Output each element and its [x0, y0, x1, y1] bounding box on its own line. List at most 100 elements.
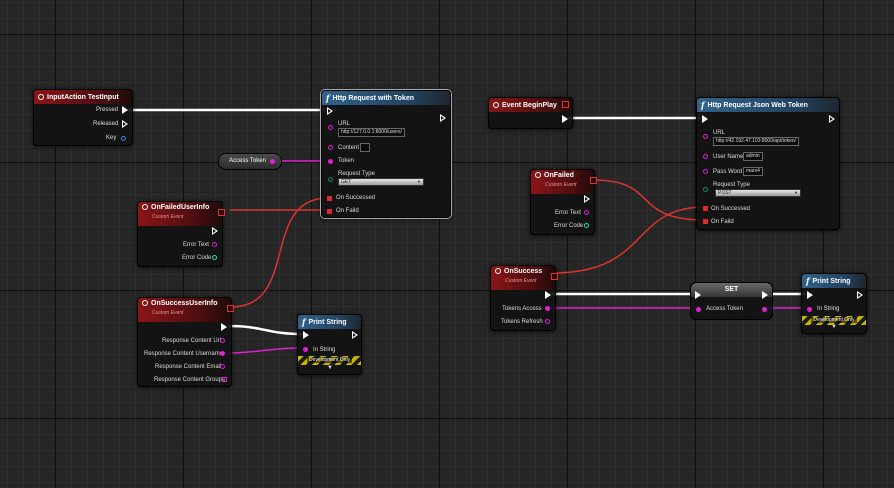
response-username-pin[interactable] — [220, 351, 225, 356]
url-input[interactable]: http://127.0.0.1:8000/users/ — [338, 128, 405, 137]
exec-out-pin[interactable] — [562, 115, 568, 123]
response-email-pin[interactable] — [220, 364, 225, 369]
on-successed-label: On Successed — [336, 195, 376, 201]
print-string-node-1[interactable]: f Print String In String Development Onl… — [297, 314, 362, 375]
on-success-header[interactable]: OnSuccess Custom Event — [491, 266, 558, 290]
exec-out-pin[interactable] — [352, 331, 358, 339]
tokens-refresh-label: Tokens Refresh — [501, 319, 543, 325]
expand-arrow-icon[interactable]: ▼ — [327, 365, 333, 371]
content-pin[interactable] — [328, 145, 333, 150]
set-header[interactable]: SET — [691, 283, 772, 297]
on-failed-header[interactable]: OnFailed Custom Event — [531, 170, 597, 194]
print-string-header-1[interactable]: f Print String — [298, 315, 361, 329]
on-successed-pin[interactable] — [327, 196, 332, 201]
token-pin[interactable] — [328, 159, 333, 164]
on-failed-user-info-node[interactable]: OnFailedUserInfo Custom Event Error Text… — [137, 201, 225, 267]
released-exec-pin[interactable] — [122, 120, 128, 128]
custom-event-subtitle: Custom Event — [545, 182, 577, 188]
exec-out-pin[interactable] — [762, 291, 768, 299]
on-successed-pin[interactable] — [703, 206, 708, 211]
exec-out-pin[interactable] — [584, 195, 590, 203]
on-success-user-info-header[interactable]: OnSuccessUserInfo Custom Event — [138, 298, 234, 322]
delegate-pin[interactable] — [562, 101, 569, 108]
http-request-jwt-title: Http Request Json Web Token — [707, 101, 808, 109]
http-request-jwt-header[interactable]: f Http Request Json Web Token — [697, 98, 839, 112]
url-pin[interactable] — [703, 134, 708, 139]
function-icon: f — [302, 317, 306, 327]
delegate-pin[interactable] — [218, 209, 225, 216]
exec-in-pin[interactable] — [695, 291, 701, 299]
on-faild-pin[interactable] — [703, 219, 708, 224]
request-type-dropdown[interactable]: POST — [715, 189, 801, 197]
on-failed-node[interactable]: OnFailed Custom Event Error Text Error C… — [530, 169, 597, 235]
event-icon — [495, 268, 501, 274]
http-request-token-header[interactable]: f Http Request with Token — [322, 91, 450, 105]
delegate-pin[interactable] — [590, 177, 597, 184]
request-type-pin[interactable] — [328, 177, 333, 182]
user-name-input[interactable]: admin — [743, 152, 763, 161]
on-failed-user-info-header[interactable]: OnFailedUserInfo Custom Event — [138, 202, 225, 226]
exec-in-pin[interactable] — [702, 115, 708, 123]
exec-in-pin[interactable] — [807, 291, 813, 299]
error-text-pin[interactable] — [584, 210, 589, 215]
on-success-node[interactable]: OnSuccess Custom Event Tokens Access Tok… — [490, 265, 558, 331]
exec-in-pin[interactable] — [303, 331, 309, 339]
exec-out-pin[interactable] — [212, 227, 218, 235]
response-url-label: Response Content Url — [162, 338, 222, 344]
http-request-token-node[interactable]: f Http Request with Token URL http://127… — [321, 90, 451, 218]
function-icon: f — [326, 93, 330, 103]
access-token-out-pin[interactable] — [762, 307, 767, 312]
access-token-getter-pin[interactable] — [270, 159, 275, 164]
on-success-user-info-node[interactable]: OnSuccessUserInfo Custom Event Response … — [137, 297, 234, 387]
delegate-wire-success-userinfo — [230, 197, 329, 308]
error-text-pin[interactable] — [212, 242, 217, 247]
delegate-pin[interactable] — [551, 273, 558, 280]
request-type-dropdown[interactable]: GET — [338, 178, 424, 186]
url-input[interactable]: http://42.192.47.103:8000/api/token/ — [713, 137, 800, 146]
response-url-pin[interactable] — [220, 338, 225, 343]
content-input[interactable] — [360, 143, 370, 152]
development-only-label: Development Only — [306, 357, 353, 363]
custom-event-subtitle: Custom Event — [152, 310, 184, 316]
pass-word-pin[interactable] — [703, 169, 708, 174]
input-action-header[interactable]: InputAction TestInput — [34, 90, 132, 104]
delegate-pin[interactable] — [227, 305, 234, 312]
access-token-getter[interactable]: Access Token — [218, 153, 282, 170]
exec-out-pin[interactable] — [440, 114, 446, 122]
in-string-pin[interactable] — [807, 307, 812, 312]
print-string-node-2[interactable]: f Print String In String Development Onl… — [801, 273, 867, 334]
exec-out-pin[interactable] — [221, 323, 227, 331]
input-action-node[interactable]: InputAction TestInput Pressed Released K… — [33, 89, 133, 146]
exec-out-pin[interactable] — [857, 291, 863, 299]
pass-word-input[interactable]: marx4 — [743, 167, 763, 176]
on-faild-pin[interactable] — [327, 209, 332, 214]
error-code-pin[interactable] — [212, 255, 217, 260]
development-only-label: Development Only — [811, 317, 857, 323]
tokens-access-pin[interactable] — [545, 306, 550, 311]
error-code-pin[interactable] — [584, 223, 589, 228]
response-groups-pin[interactable] — [222, 377, 227, 382]
http-request-jwt-node[interactable]: f Http Request Json Web Token URL http:/… — [696, 97, 840, 230]
development-only-banner: Development Only — [298, 356, 361, 365]
set-access-token-node[interactable]: SET Access Token — [690, 282, 773, 320]
pressed-exec-pin[interactable] — [122, 106, 128, 114]
exec-out-pin[interactable] — [545, 291, 551, 299]
access-token-in-pin[interactable] — [696, 307, 701, 312]
input-action-title: InputAction TestInput — [47, 93, 119, 101]
event-begin-play-node[interactable]: Event BeginPlay — [488, 97, 573, 129]
request-type-pin[interactable] — [703, 187, 708, 192]
in-string-label: In String — [817, 306, 840, 312]
in-string-label: In String — [313, 347, 336, 353]
exec-in-pin[interactable] — [327, 107, 333, 115]
event-begin-play-header[interactable]: Event BeginPlay — [489, 98, 572, 112]
exec-out-pin[interactable] — [829, 115, 835, 123]
url-pin[interactable] — [328, 125, 333, 130]
print-string-header-2[interactable]: f Print String — [802, 274, 866, 288]
user-name-pin[interactable] — [703, 154, 708, 159]
in-string-pin[interactable] — [303, 347, 308, 352]
on-faild-label: On Faild — [711, 219, 734, 225]
key-pin[interactable] — [121, 136, 126, 141]
tokens-refresh-pin[interactable] — [545, 319, 550, 324]
expand-arrow-icon[interactable]: ▼ — [831, 324, 837, 330]
